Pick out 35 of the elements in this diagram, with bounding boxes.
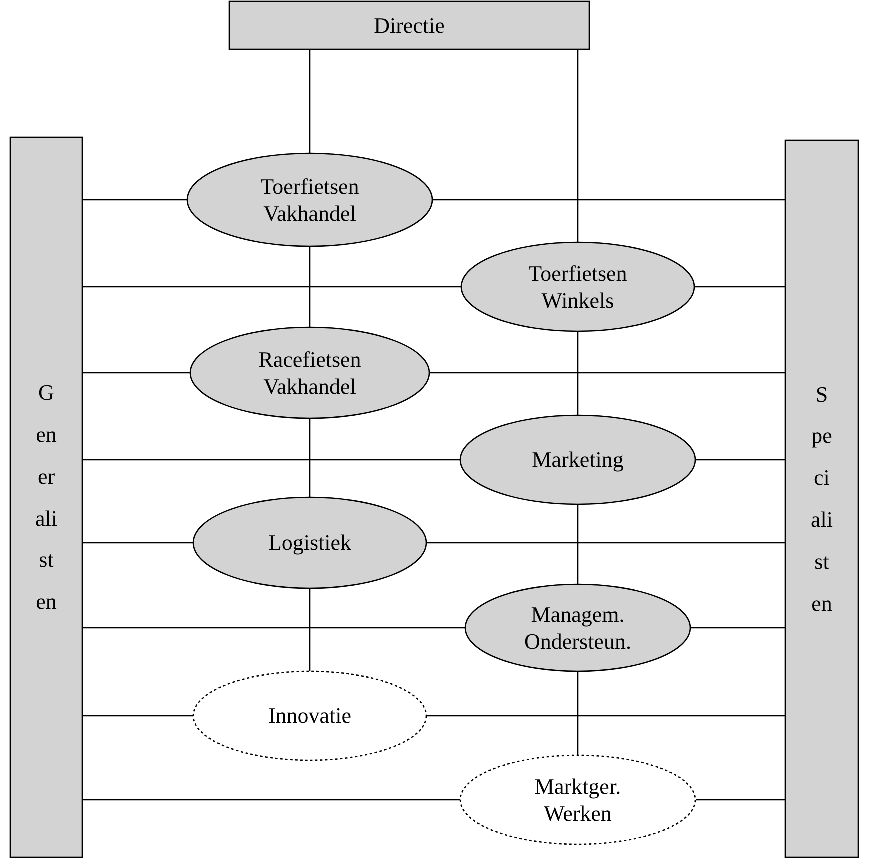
connector-line [696, 799, 785, 801]
connector-line [695, 286, 785, 288]
node-label: Toerfietsen Winkels [528, 260, 628, 314]
node-label: Managem. Ondersteun. [524, 600, 632, 656]
vertical-label: Generalisten [36, 379, 58, 616]
connector-line [309, 419, 311, 497]
connector-line [577, 672, 579, 755]
node-label: Logistiek [268, 529, 352, 557]
node-label: Marketing [532, 446, 624, 474]
connector-line [309, 247, 311, 327]
connector-line [83, 199, 187, 201]
connector-line [691, 627, 785, 629]
connector-line [427, 542, 785, 544]
node-label: Directie [374, 12, 445, 40]
connector-line [83, 799, 460, 801]
connector-line [577, 332, 579, 415]
connector-line [427, 715, 785, 717]
connector-line [83, 459, 460, 461]
connector-line [696, 459, 785, 461]
connector-line [430, 372, 785, 374]
connector-line [577, 50, 579, 242]
node-label: Innovatie [268, 702, 352, 730]
vertical-label: Specialisten [811, 380, 833, 618]
connector-line [83, 372, 190, 374]
connector-line [83, 542, 193, 544]
connector-line [83, 286, 461, 288]
connector-line [309, 589, 311, 671]
connector-line [577, 505, 579, 584]
node-label: Toerfietsen Vakhandel [260, 172, 360, 228]
connector-line [309, 50, 311, 153]
connector-line [83, 715, 193, 717]
connector-line [433, 199, 785, 201]
node-label: Marktger. Werken [534, 772, 622, 828]
connector-line [83, 627, 465, 629]
node-label: Racefietsen Vakhandel [258, 346, 362, 400]
